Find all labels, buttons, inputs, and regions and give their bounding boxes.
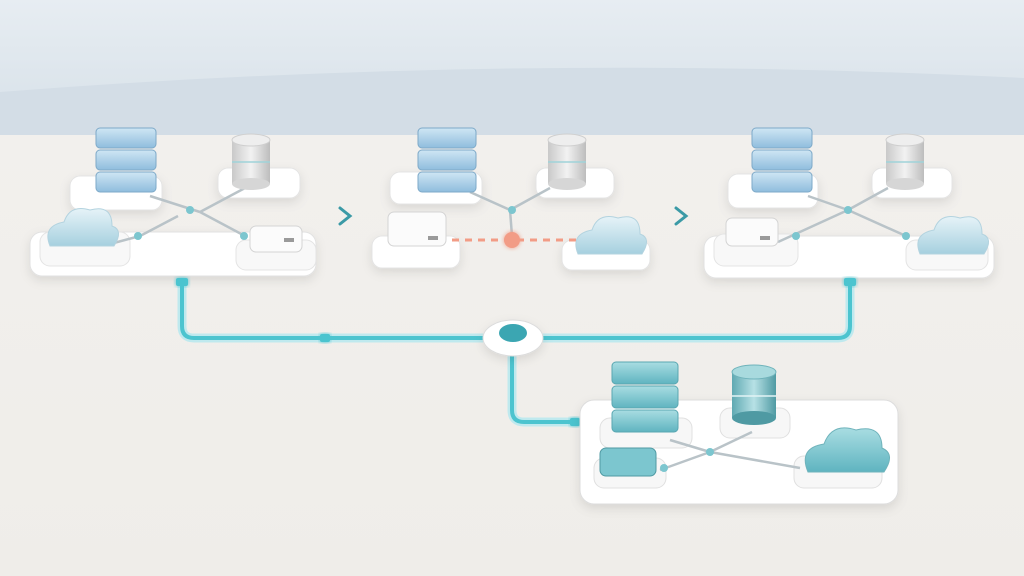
server-stack-icon xyxy=(611,361,679,433)
link-node xyxy=(792,232,800,240)
link-node xyxy=(508,206,516,214)
cloud-icon xyxy=(47,208,119,247)
database-icon xyxy=(885,133,925,190)
chevron-right-icon xyxy=(338,206,353,226)
link-node xyxy=(902,232,910,240)
server-stack-icon xyxy=(95,127,157,193)
appliance-icon xyxy=(387,211,447,247)
pipe-joint xyxy=(320,334,330,342)
server-stack-icon xyxy=(751,127,813,193)
cloud-icon xyxy=(575,216,647,255)
appliance-icon xyxy=(249,225,303,253)
link-node xyxy=(706,448,714,456)
server-stack-icon xyxy=(417,127,477,193)
pipe-joint xyxy=(176,278,188,286)
merged-links xyxy=(659,430,801,472)
pipe-joint xyxy=(844,278,856,286)
pipe-joint xyxy=(570,418,580,426)
database-icon xyxy=(547,133,587,190)
link-node xyxy=(134,232,142,240)
link-node xyxy=(660,464,668,472)
cloud-icon xyxy=(917,216,989,255)
database-icon xyxy=(731,364,777,425)
link-node xyxy=(240,232,248,240)
teal-pipe xyxy=(177,277,855,427)
appliance-icon xyxy=(599,447,657,477)
fault-node xyxy=(504,232,520,248)
stage-3-links xyxy=(777,186,907,244)
cloud-icon xyxy=(804,427,890,473)
database-icon xyxy=(231,133,271,190)
appliance-icon xyxy=(725,217,779,247)
hub-icon xyxy=(482,319,544,357)
stage-2-links xyxy=(469,186,551,237)
horizon-band xyxy=(0,67,1024,140)
link-node xyxy=(186,206,194,214)
chevron-right-icon xyxy=(674,206,689,226)
link-node xyxy=(844,206,852,214)
